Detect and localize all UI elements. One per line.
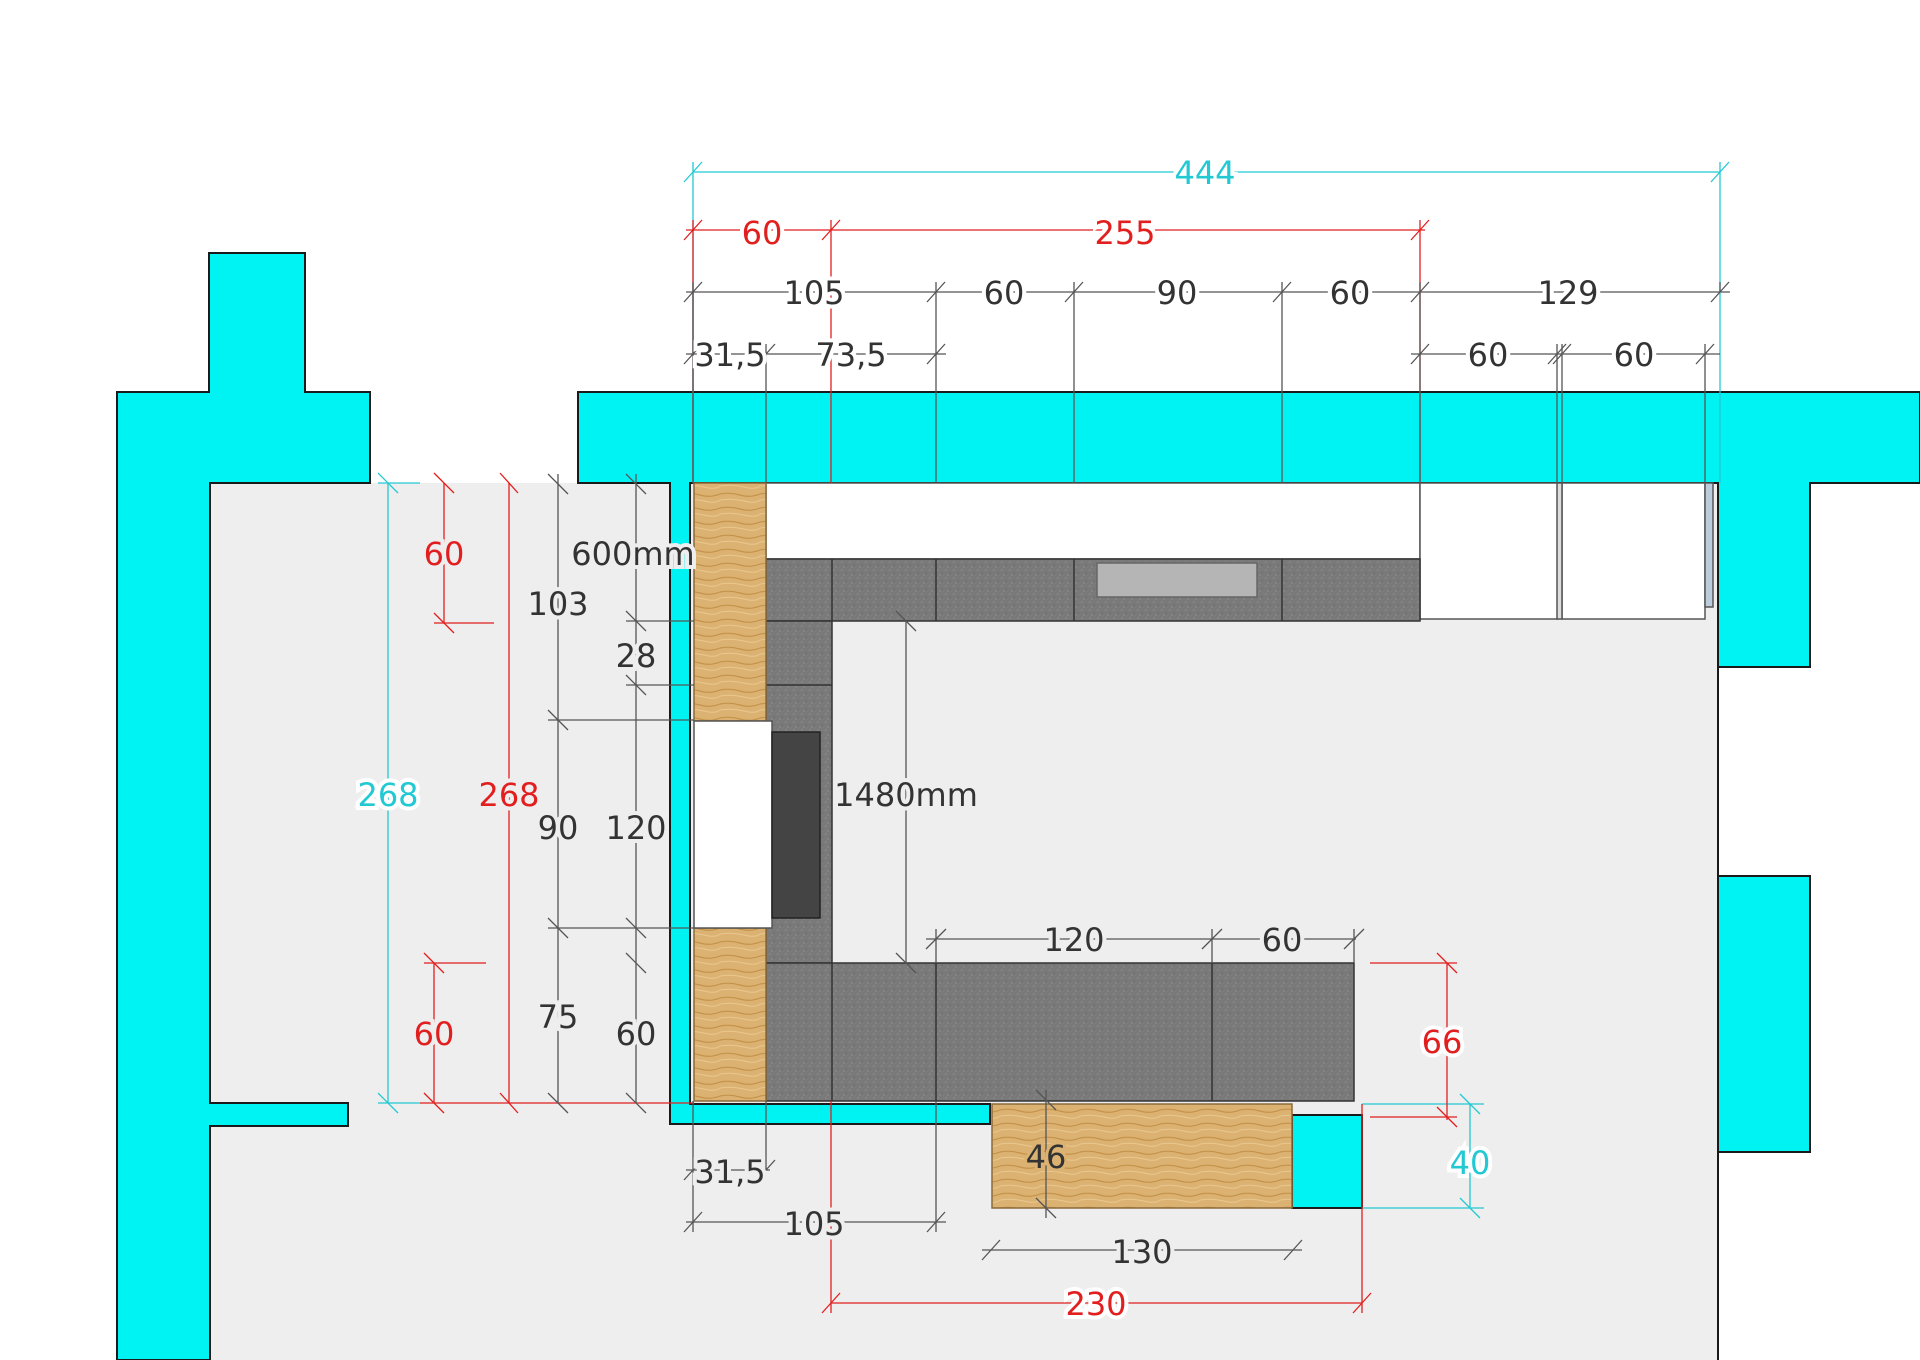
dim-60: 60 — [616, 1015, 657, 1053]
dim-120: 120 — [1043, 921, 1104, 959]
dim-600mm: 600mm — [571, 535, 694, 573]
dim-75: 75 — [538, 998, 579, 1036]
dim-90: 90 — [1157, 274, 1198, 312]
tall-cabinet — [1419, 482, 1559, 620]
dim-120: 120 — [605, 809, 666, 847]
wall-top — [577, 391, 1920, 1125]
dim-105: 105 — [783, 274, 844, 312]
wall-left-chimney — [116, 252, 371, 1360]
wood-tall-unit-bottom — [693, 927, 767, 1102]
dim-left-red-60-bottom: 60 — [414, 1015, 455, 1053]
bottom-counter — [765, 962, 1355, 1102]
wood-tall-unit-top — [693, 482, 767, 722]
fridge — [693, 720, 773, 929]
dim-31-5: 31,5 — [694, 1153, 765, 1191]
dim-left-red-268: 268 — [478, 776, 539, 814]
dim-60: 60 — [1614, 336, 1655, 374]
dim-right-cyan-40: 40 — [1450, 1144, 1491, 1182]
tall-cabinet — [1561, 482, 1706, 620]
dim-103: 103 — [527, 585, 588, 623]
oven — [771, 731, 821, 919]
dim-60: 60 — [1468, 336, 1509, 374]
countertops — [765, 558, 1421, 1102]
dim-105: 105 — [783, 1205, 844, 1243]
dim-129: 129 — [1537, 274, 1598, 312]
cabinet-gap — [1556, 482, 1563, 620]
dim-60: 60 — [1262, 921, 1303, 959]
dim-left-red-60-top: 60 — [424, 535, 465, 573]
dim-60: 60 — [1330, 274, 1371, 312]
dim-28: 28 — [616, 637, 657, 675]
top-counter — [765, 558, 1421, 622]
dim-130: 130 — [1111, 1233, 1172, 1271]
dim-31-5: 31,5 — [694, 336, 765, 374]
dim-right-red-66: 66 — [1422, 1023, 1463, 1061]
wood-table — [991, 1103, 1293, 1209]
wall-right-pillar — [1717, 875, 1811, 1153]
dim-73-5: 73,5 — [815, 336, 886, 374]
floor-area — [210, 483, 1718, 1360]
counter-seams — [766, 559, 1283, 1101]
dim-bottom-red-230: 230 — [1065, 1285, 1126, 1323]
wall-cabinet — [765, 482, 1421, 560]
wall-small-block — [1291, 1114, 1363, 1209]
dim-1480mm: 1480mm — [834, 776, 978, 814]
dim-90: 90 — [538, 809, 579, 847]
dim-46: 46 — [1026, 1138, 1067, 1176]
wall-cabinets — [765, 482, 1714, 620]
dimension-lines — [377, 161, 1730, 1314]
hob — [1096, 562, 1258, 598]
dim-top-total: 444 — [1174, 154, 1235, 192]
dim-top-red-255: 255 — [1094, 214, 1155, 252]
cabinet-gap — [1704, 482, 1714, 608]
dim-top-red-60: 60 — [742, 214, 783, 252]
dim-left-cyan-268: 268 — [357, 776, 418, 814]
dim-60: 60 — [984, 274, 1025, 312]
